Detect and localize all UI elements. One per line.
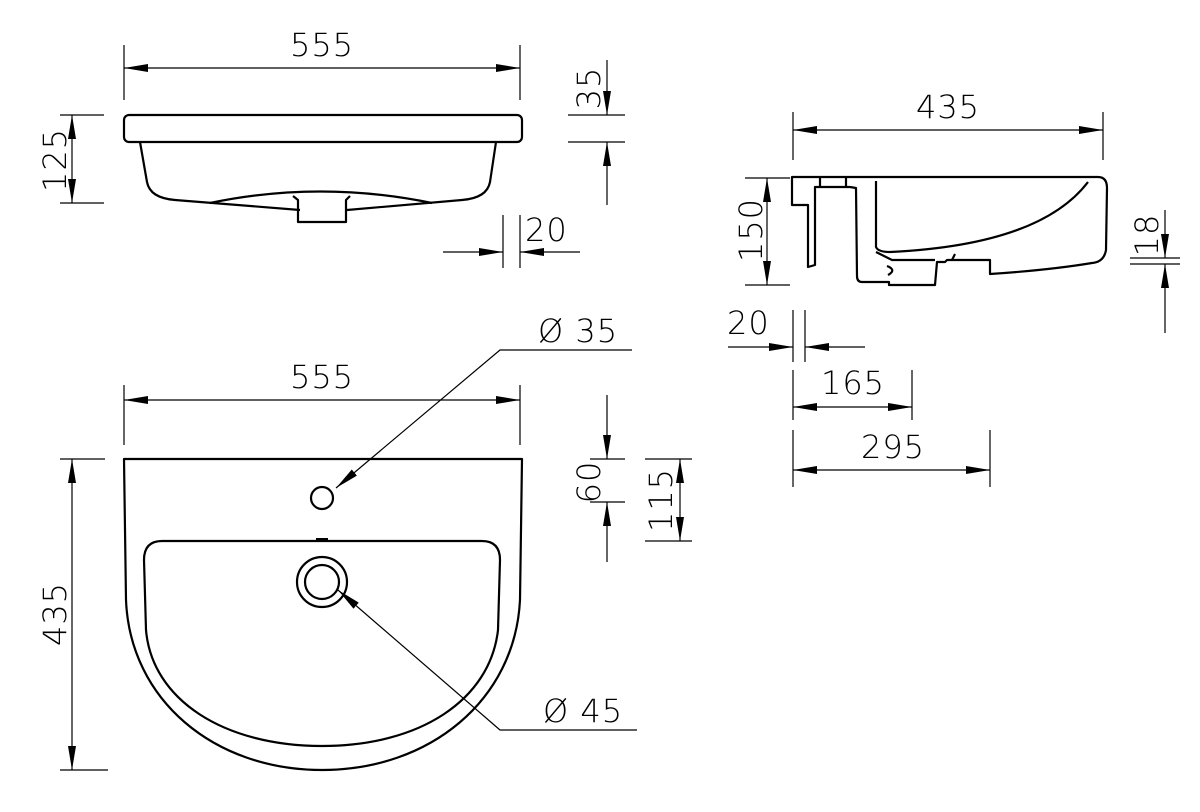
bottom-offset-label: 18 bbox=[1128, 214, 1166, 257]
side-height-label: 150 bbox=[732, 198, 770, 262]
tap-hole-diameter-label: Ø 35 bbox=[538, 312, 618, 350]
side-section-view: 435 150 18 20 165 295 bbox=[727, 88, 1180, 487]
drain-outer-ring bbox=[295, 555, 349, 609]
overflow-detail bbox=[886, 264, 894, 276]
plan-width-label: 555 bbox=[290, 358, 354, 396]
height-label: 125 bbox=[36, 128, 74, 192]
overhang-label: 20 bbox=[525, 211, 568, 249]
side-bowl-curve bbox=[874, 181, 1089, 254]
block-depth-label: 295 bbox=[861, 428, 925, 466]
bowl-outline bbox=[138, 141, 498, 212]
side-outline bbox=[790, 175, 1109, 287]
drain-diameter-label: Ø 45 bbox=[543, 692, 623, 730]
depth-label: 435 bbox=[916, 88, 980, 126]
front-elevation-view: 555 125 35 20 bbox=[36, 26, 625, 268]
side-drain-detail bbox=[875, 251, 956, 262]
basin-outline bbox=[122, 457, 524, 772]
tap-offset-label: 60 bbox=[570, 461, 608, 504]
rim-outline bbox=[122, 113, 524, 144]
width-label: 555 bbox=[290, 26, 354, 64]
wall-label: 20 bbox=[727, 304, 770, 342]
plan-view: 555 435 Ø 35 Ø 45 60 115 bbox=[36, 312, 692, 772]
drain-outline bbox=[292, 195, 351, 224]
drain-position-label: 165 bbox=[821, 364, 885, 402]
bowl-bottom-curve bbox=[209, 190, 433, 205]
drain-hole bbox=[303, 563, 341, 601]
bowl-offset-label: 115 bbox=[642, 468, 680, 532]
tap-hole bbox=[309, 485, 335, 511]
rim-label: 35 bbox=[570, 67, 608, 110]
plan-depth-label: 435 bbox=[36, 582, 74, 646]
bowl-inner-outline bbox=[142, 539, 502, 748]
